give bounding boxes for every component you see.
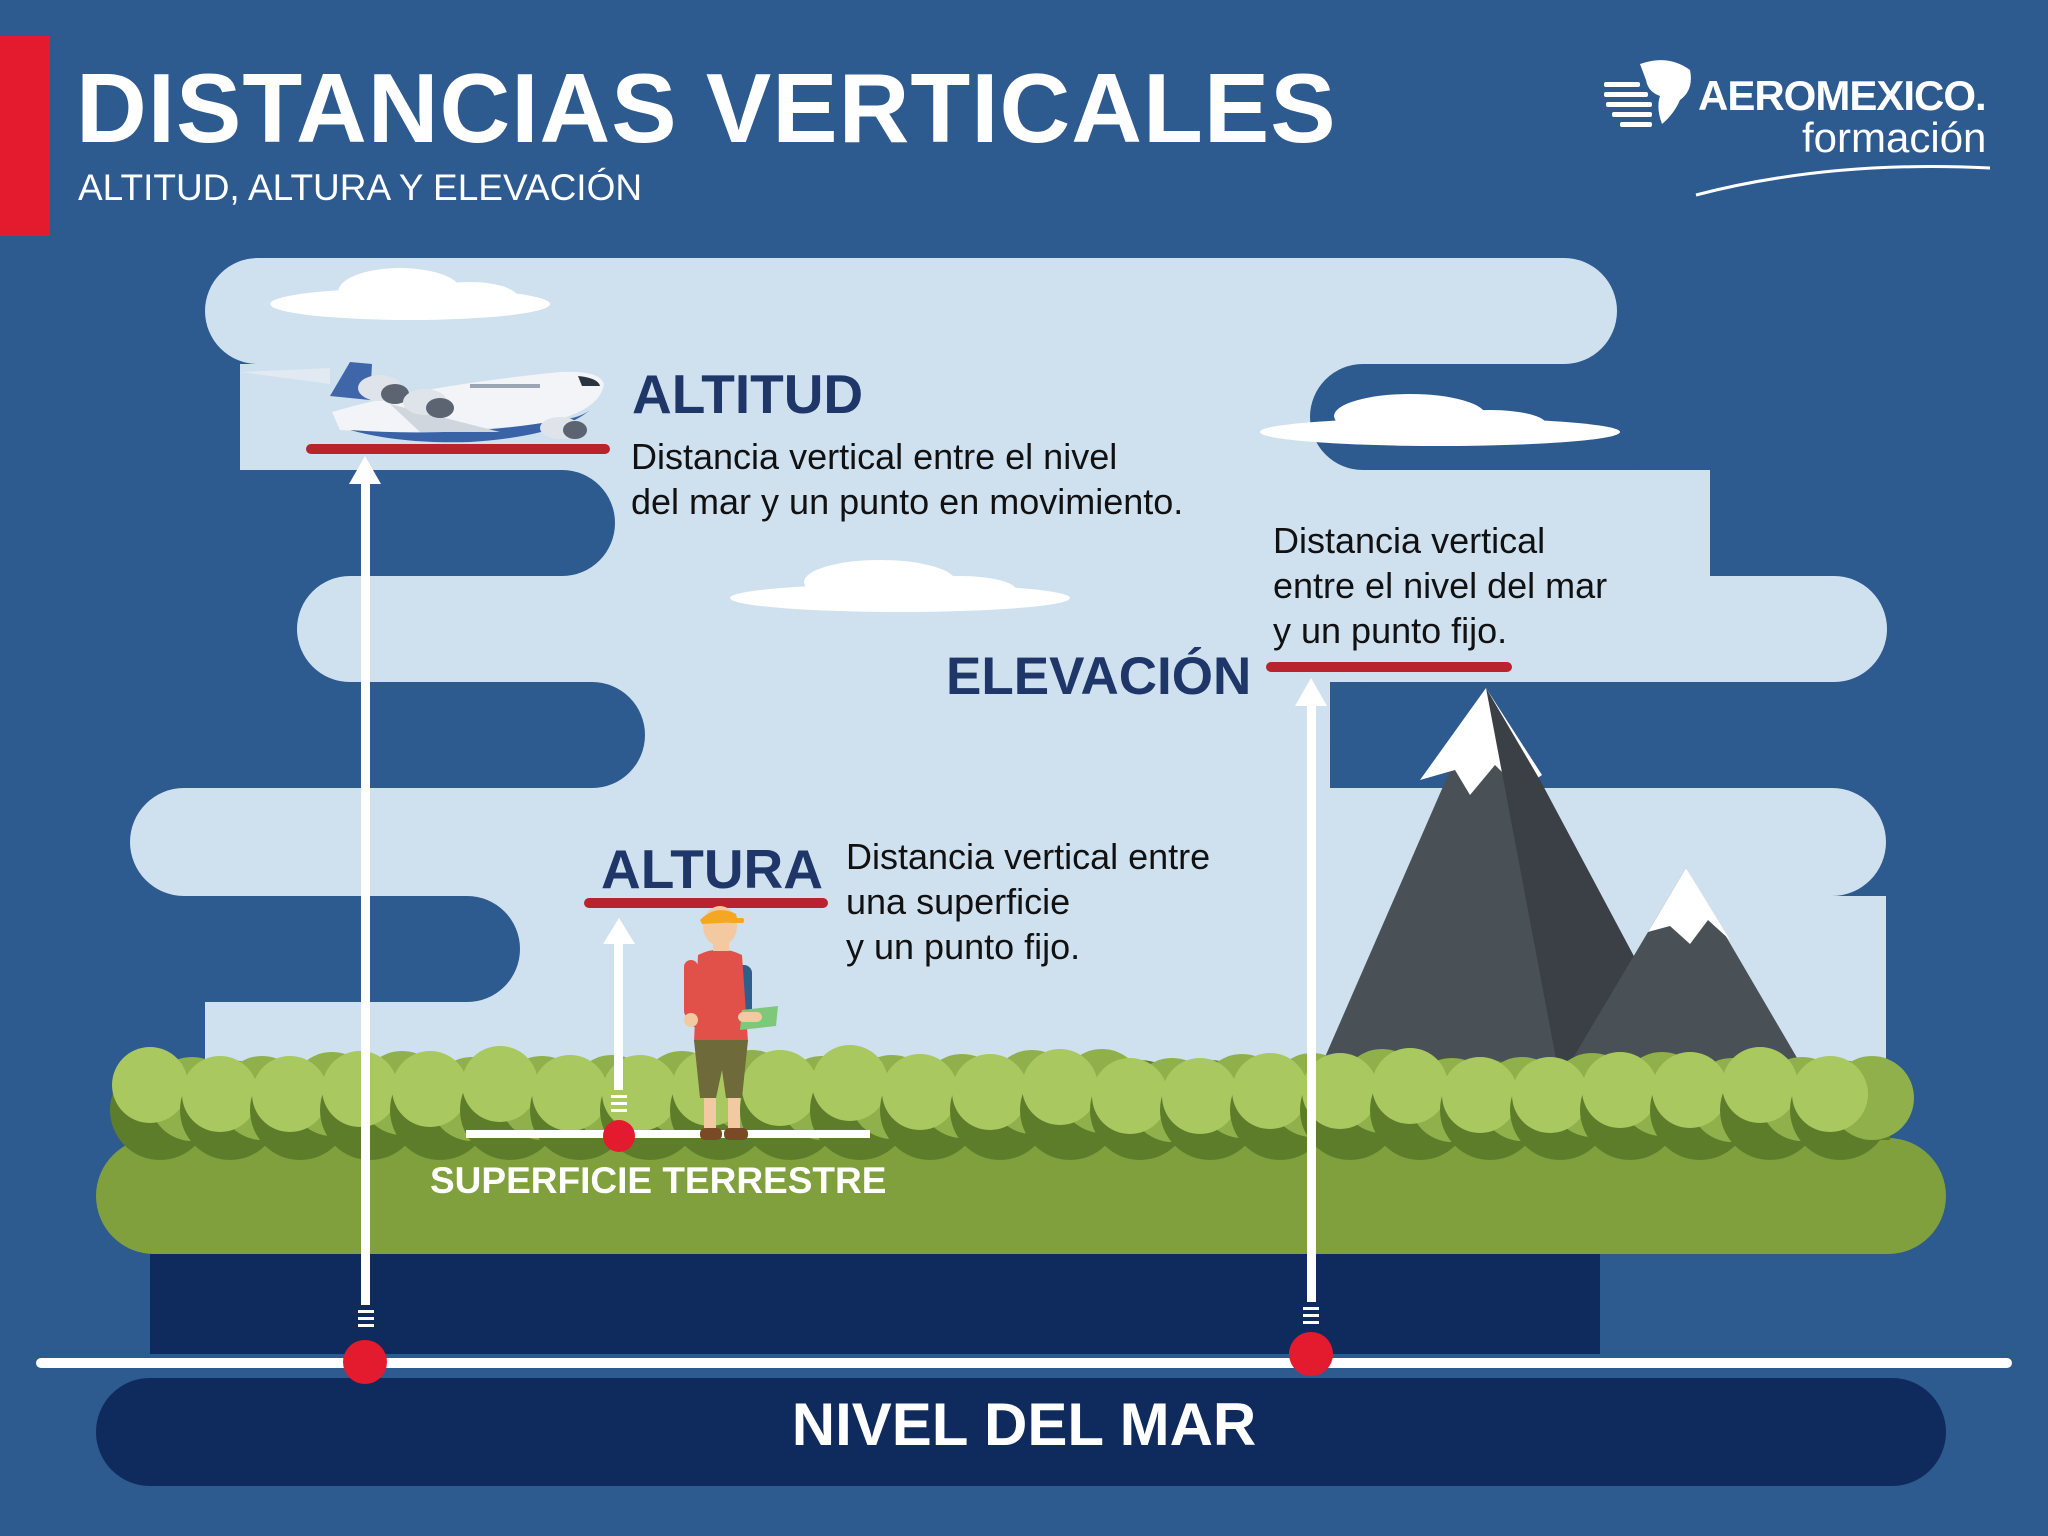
bush (1512, 1057, 1588, 1133)
sea-upper (150, 1254, 1600, 1354)
bush (1302, 1053, 1378, 1129)
altura-arrow (603, 918, 635, 1112)
sea-label-band (96, 1378, 1946, 1486)
elevacion-description-line: entre el nivel del mar (1273, 565, 1608, 606)
bush (1022, 1049, 1098, 1125)
bush (1372, 1048, 1448, 1124)
bush (812, 1045, 888, 1121)
page-title: DISTANCIAS VERTICALES (76, 53, 1337, 163)
brand-logo: AEROMEXICO. formación (1600, 56, 2000, 176)
ground-surface-label: SUPERFICIE TERRESTRE (430, 1160, 887, 1201)
cloud-icon (730, 560, 1070, 612)
page-subtitle: ALTITUD, ALTURA Y ELEVACIÓN (78, 167, 643, 208)
bush (1162, 1058, 1238, 1134)
sea-level-line (36, 1358, 2012, 1368)
elevacion-marker (1266, 662, 1512, 672)
bush (532, 1055, 608, 1131)
eagle-logo-icon (1604, 60, 1991, 197)
altitud-marker (306, 444, 610, 454)
bush (1582, 1052, 1658, 1128)
sea-level-point-dot (343, 1340, 387, 1384)
altitud-description-line: Distancia vertical entre el nivel (631, 436, 1118, 477)
altura-heading: ALTURA (601, 838, 823, 900)
brand-name: AEROMEXICO. (1698, 72, 1987, 119)
elevacion-description-line: Distancia vertical (1273, 520, 1546, 561)
bush (322, 1051, 398, 1127)
bush (462, 1046, 538, 1122)
elevacion-heading: ELEVACIÓN (946, 647, 1252, 706)
bush (1442, 1057, 1518, 1133)
bush (182, 1056, 258, 1132)
surface-point-dot (603, 1120, 635, 1152)
band-notch (1335, 682, 1935, 788)
altitud-heading: ALTITUD (632, 363, 864, 425)
title-accent-bar (0, 36, 50, 236)
sea-level-point-dot (1289, 1332, 1333, 1376)
bush (1792, 1056, 1868, 1132)
band-notch (140, 682, 645, 788)
band-notch (140, 470, 615, 576)
altura-description-line: y un punto fijo. (846, 926, 1081, 967)
brand-subtitle: formación (1802, 114, 1987, 161)
altura-description-line: una superficie (846, 881, 1071, 922)
sky-band (297, 576, 1887, 682)
mountain-icon (1315, 688, 1810, 1080)
altitud-arrow (349, 456, 381, 1327)
altitud-description-line: del mar y un punto en movimiento. (631, 481, 1184, 522)
bush (1652, 1052, 1728, 1128)
bush (602, 1055, 678, 1131)
bush (1092, 1058, 1168, 1134)
elevacion-description-line: y un punto fijo. (1273, 610, 1508, 651)
cloud-icon (1260, 394, 1620, 446)
bush (392, 1051, 468, 1127)
bush (252, 1056, 328, 1132)
altura-description-line: Distancia vertical entre (846, 836, 1211, 877)
ground-surface-line (466, 1130, 870, 1138)
hiker-icon (684, 906, 778, 1140)
bushes (110, 1045, 1914, 1160)
altura-description: Distancia vertical entre una superficie … (846, 834, 1210, 969)
band-notch (120, 896, 520, 1002)
bush (882, 1054, 958, 1130)
airplane-icon (240, 362, 604, 443)
cloud-icon (270, 268, 550, 320)
bush (1232, 1053, 1308, 1129)
altura-marker (584, 898, 828, 908)
elevacion-arrow (1295, 678, 1327, 1324)
altitud-description: Distancia vertical entre el nivel del ma… (631, 434, 1183, 524)
bush (1722, 1047, 1798, 1123)
sky-band (205, 258, 1617, 364)
bush (742, 1050, 818, 1126)
bush (952, 1054, 1028, 1130)
sea-level-label: NIVEL DEL MAR (791, 1391, 1257, 1458)
ground-band (96, 1138, 1946, 1254)
bush (112, 1047, 188, 1123)
elevacion-description: Distancia vertical entre el nivel del ma… (1273, 518, 1607, 653)
